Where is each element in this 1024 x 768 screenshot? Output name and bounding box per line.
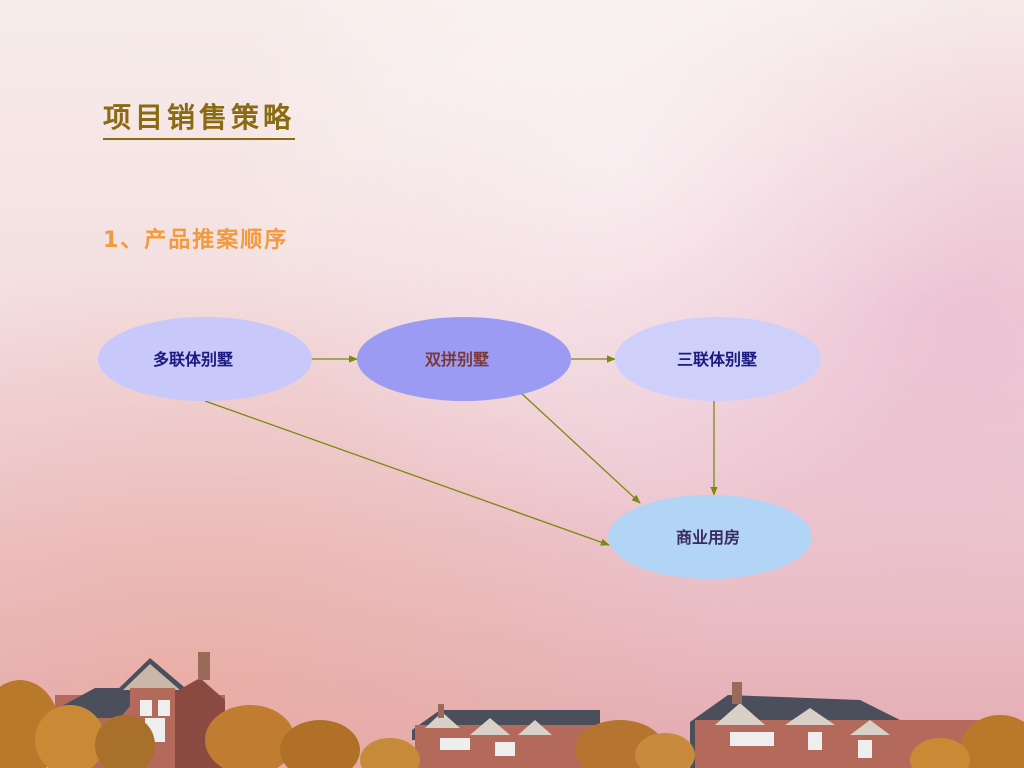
edge-n2-n4 — [519, 391, 641, 504]
diagram-node-n1: 多联体别墅 — [98, 317, 312, 401]
slide-subtitle: 1、产品推案顺序 — [103, 228, 289, 253]
diagram-edges — [204, 355, 718, 546]
node-label-n2: 双拼别墅 — [425, 350, 489, 369]
houses-illustration — [0, 652, 1024, 768]
diagram-node-n2: 双拼别墅 — [357, 317, 571, 401]
node-label-n4: 商业用房 — [676, 528, 740, 547]
node-label-n1: 多联体别墅 — [153, 350, 233, 369]
slide-title: 项目销售策略 — [103, 96, 296, 140]
node-label-n3: 三联体别墅 — [677, 350, 757, 369]
trees — [0, 680, 1024, 768]
house-middle — [412, 704, 600, 768]
diagram-node-n3: 三联体别墅 — [615, 317, 821, 401]
diagram-node-n4: 商业用房 — [608, 495, 812, 579]
edge-n1-n4 — [204, 400, 610, 546]
